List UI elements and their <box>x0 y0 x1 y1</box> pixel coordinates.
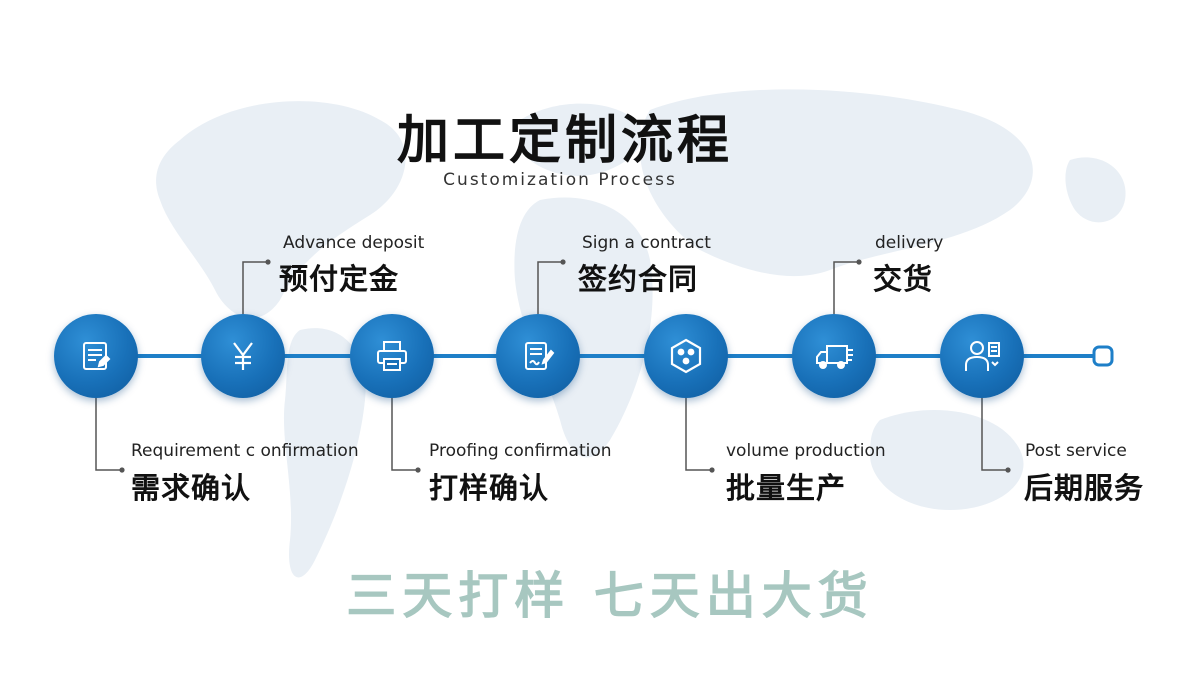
page-subtitle: Customization Process <box>443 170 677 190</box>
step-5-label-en: volume production <box>726 441 886 461</box>
connector-step-2 <box>242 261 268 314</box>
step-1-label-zh: 需求确认 <box>131 471 252 505</box>
connector-step-5 <box>685 398 712 471</box>
timeline-end-cap <box>1092 345 1114 367</box>
step-3-label-en: Proofing confirmation <box>429 441 612 461</box>
step-2-label-zh: 预付定金 <box>279 262 400 296</box>
production-hex-icon <box>666 336 706 376</box>
step-4-label-en: Sign a contract <box>582 233 711 253</box>
connector-step-6 <box>833 261 859 314</box>
step-4-circle <box>496 314 580 398</box>
truck-icon <box>814 336 854 376</box>
step-7-label-en: Post service <box>1025 441 1127 461</box>
connector-step-1 <box>95 398 122 471</box>
service-person-icon <box>962 336 1002 376</box>
step-5-circle <box>644 314 728 398</box>
step-5-label-zh: 批量生产 <box>726 471 847 505</box>
step-7-label-zh: 后期服务 <box>1024 471 1145 505</box>
step-7-circle <box>940 314 1024 398</box>
step-4-label-zh: 签约合同 <box>578 262 699 296</box>
printer-icon <box>372 336 412 376</box>
step-3-circle <box>350 314 434 398</box>
step-6-label-zh: 交货 <box>873 262 934 296</box>
step-6-circle <box>792 314 876 398</box>
connector-step-3 <box>391 398 418 471</box>
step-1-label-en: Requirement c onfirmation <box>131 441 359 461</box>
step-6-label-en: delivery <box>875 233 944 253</box>
step-1-circle <box>54 314 138 398</box>
document-check-icon <box>76 336 116 376</box>
slogan: 三天打样 七天出大货 <box>346 567 874 625</box>
yen-icon <box>223 336 263 376</box>
page-title: 加工定制流程 <box>396 111 733 171</box>
step-3-label-zh: 打样确认 <box>429 471 550 505</box>
step-2-circle <box>201 314 285 398</box>
connector-step-7 <box>981 398 1008 471</box>
connector-step-4 <box>537 261 563 314</box>
step-2-label-en: Advance deposit <box>283 233 425 253</box>
contract-sign-icon <box>518 336 558 376</box>
